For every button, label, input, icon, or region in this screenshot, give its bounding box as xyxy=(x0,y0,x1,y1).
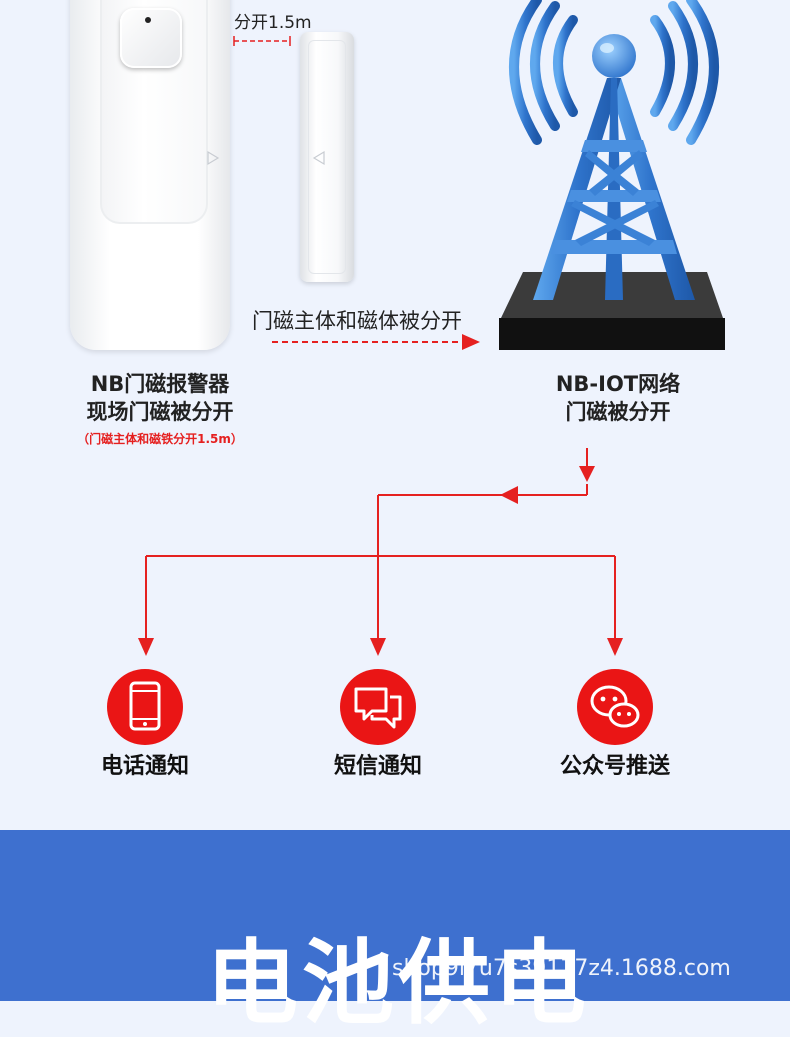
shop-watermark: shop9l7u7s39177z4.1688.com xyxy=(392,956,731,981)
door-sensor-button xyxy=(120,8,182,68)
notification-flow-lines xyxy=(138,448,623,656)
left-caption-line2: 现场门磁被分开 xyxy=(86,400,234,424)
separation-arrow xyxy=(272,334,480,350)
phone-notification-label: 电话通知 xyxy=(100,754,189,779)
sms-icon xyxy=(354,687,402,729)
wechat-icon xyxy=(590,685,640,728)
nb-iot-tower-illustration xyxy=(499,0,725,350)
distance-label: 分开1.5m xyxy=(234,13,312,33)
left-caption-line1: NB门磁报警器 xyxy=(90,372,230,396)
battery-power-title: 电池供电 xyxy=(206,930,591,1037)
magnet-piece-inner xyxy=(308,40,346,274)
sensor-triangle-icon xyxy=(207,150,220,166)
sms-notification-badge xyxy=(340,669,416,745)
right-caption-line1: NB-IOT网络 xyxy=(555,372,681,396)
phone-notification-badge xyxy=(107,669,183,745)
magnet-triangle-icon xyxy=(312,150,325,166)
right-caption-line2: 门磁被分开 xyxy=(565,400,671,424)
left-caption-note: （门磁主体和磁铁分开1.5m） xyxy=(77,432,243,446)
door-sensor-led xyxy=(145,17,151,23)
wechat-notification-badge xyxy=(577,669,653,745)
distance-marker xyxy=(233,36,291,46)
separation-label: 门磁主体和磁体被分开 xyxy=(252,309,462,333)
wechat-notification-label: 公众号推送 xyxy=(559,754,670,779)
sms-notification-label: 短信通知 xyxy=(333,754,422,779)
phone-icon xyxy=(129,681,161,731)
bottom-banner xyxy=(0,830,790,1001)
